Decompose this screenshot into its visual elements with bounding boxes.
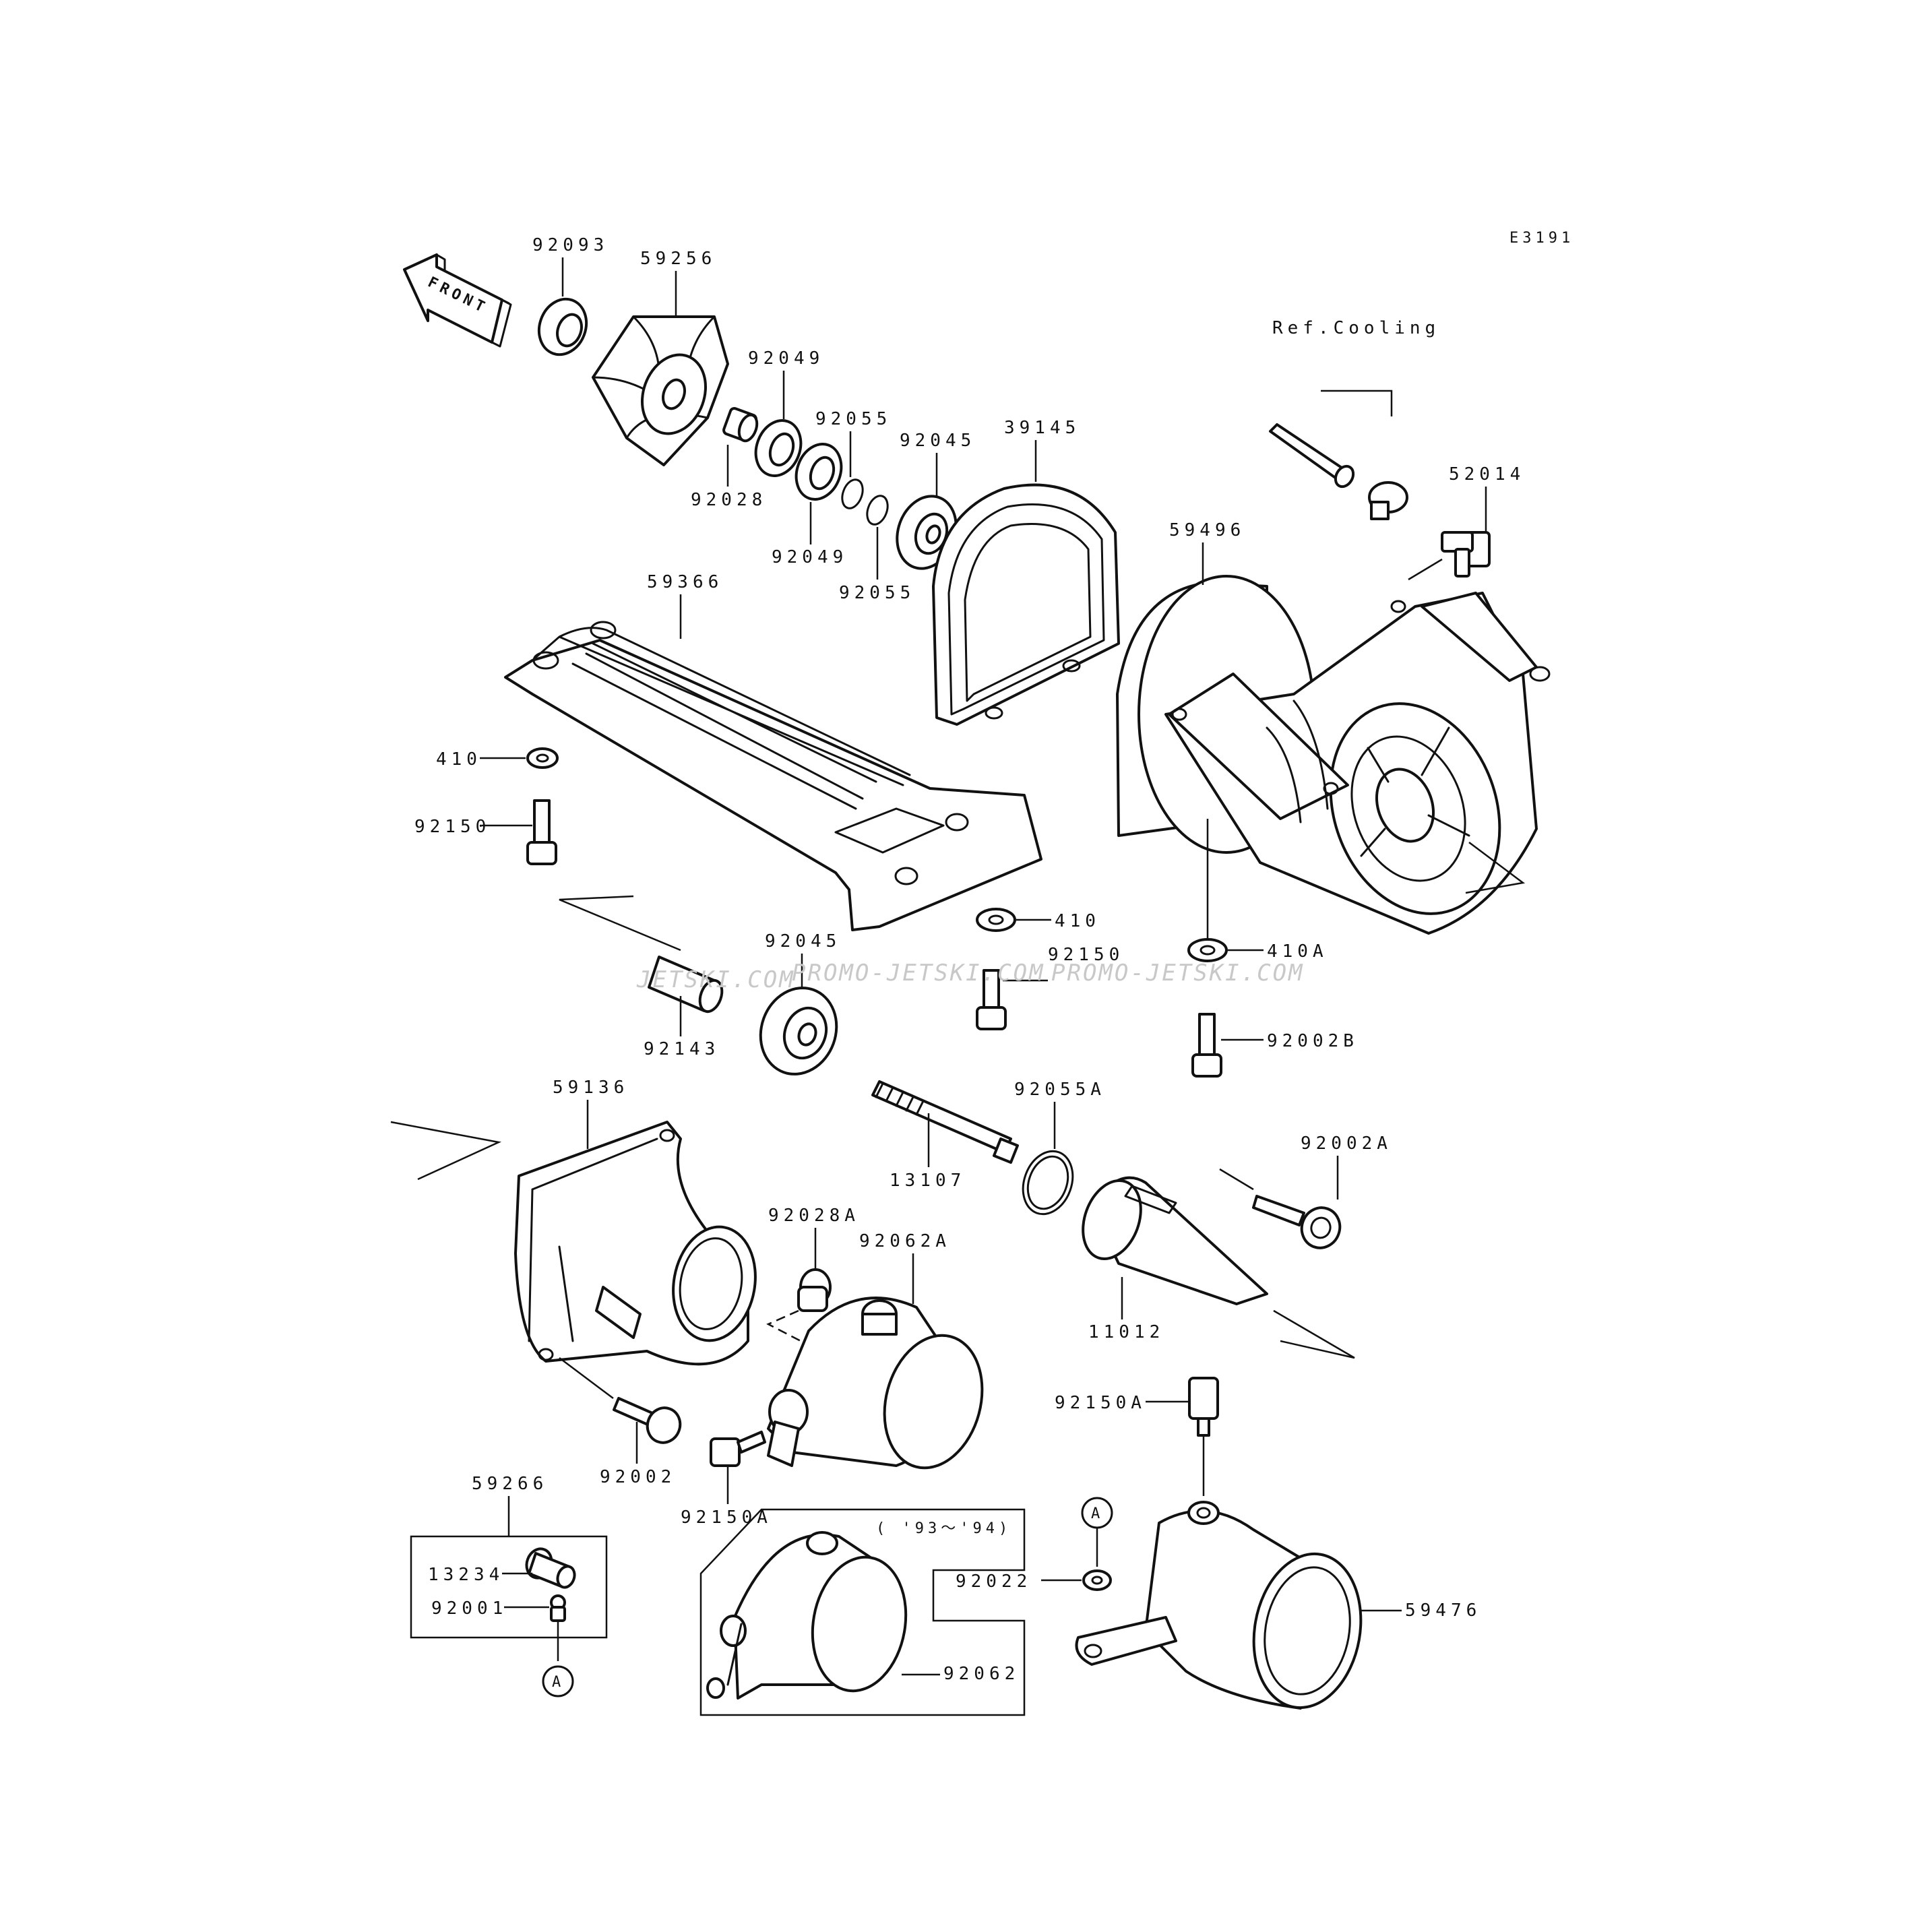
year-variant-box (699, 1508, 1026, 1716)
label-410-left: 410 (436, 749, 482, 770)
part-59476-steering-nozzle (1075, 1501, 1363, 1710)
part-52014-fitting (1441, 531, 1491, 578)
cooling-hose-icon (1269, 423, 1355, 489)
label-13107: 13107 (890, 1171, 966, 1191)
part-410-washer-right (976, 908, 1016, 932)
part-92045-bearing-lower (759, 987, 838, 1076)
label-92002: 92002 (600, 1467, 676, 1487)
watermark-1: JETSKI.COM (636, 966, 795, 993)
part-39145-cover (932, 483, 1120, 726)
part-92062-nozzle (706, 1531, 908, 1700)
label-92062: 92062 (943, 1664, 1020, 1684)
callout-a-left: A (542, 1665, 574, 1697)
label-92028A: 92028A (768, 1206, 860, 1226)
label-92022: 92022 (956, 1571, 1032, 1592)
label-410-right: 410 (1055, 911, 1100, 931)
part-92150A-bolt-lower (710, 1431, 766, 1467)
part-92093-seal (537, 297, 588, 356)
label-92143: 92143 (644, 1039, 720, 1059)
front-arrow-icon: FRONT (403, 253, 512, 348)
part-92049-washer-upper (754, 419, 803, 477)
label-59136: 59136 (553, 1078, 629, 1098)
hose-clamp-icon (1368, 481, 1408, 520)
part-92049-washer-lower (794, 443, 843, 501)
label-59496: 59496 (1169, 520, 1245, 540)
part-92028A-bushing (797, 1268, 832, 1312)
label-92045-lower: 92045 (765, 931, 841, 952)
part-92055-oring-lower (866, 495, 889, 526)
label-92028: 92028 (691, 490, 767, 510)
part-92150-bolt-left (526, 799, 557, 865)
part-13234-plug (525, 1547, 576, 1589)
part-13107-shaft (871, 1080, 1019, 1164)
part-92001-grease-nipple (550, 1594, 566, 1622)
part-11012-cone (1082, 1176, 1268, 1305)
part-92022-washer (1082, 1569, 1112, 1591)
watermark-3: PROMO-JETSKI.COM (1051, 960, 1305, 987)
part-92055-oring-upper (841, 478, 864, 509)
kit-59266-box (410, 1535, 608, 1639)
label-39145: 39145 (1004, 418, 1080, 438)
label-11012: 11012 (1088, 1322, 1164, 1342)
label-92049-lower: 92049 (772, 547, 848, 567)
part-59496-pump-housing (1116, 575, 1551, 935)
part-92028-sleeve (722, 407, 759, 443)
part-92143-sleeve (648, 956, 724, 1014)
callout-a-right: A (1081, 1497, 1113, 1529)
label-13234: 13234 (428, 1565, 504, 1585)
label-92150A-right: 92150A (1055, 1393, 1146, 1413)
part-410-washer-left (526, 747, 559, 769)
part-92150A-bolt-right (1188, 1377, 1219, 1437)
label-59256: 59256 (640, 249, 716, 269)
part-92055A-oring (1022, 1150, 1074, 1216)
part-92002B-bolt (1191, 1013, 1222, 1078)
label-59476: 59476 (1405, 1600, 1481, 1621)
callout-a-left-letter: A (552, 1674, 565, 1691)
part-92002A-bolt (1252, 1195, 1342, 1249)
part-59136-nozzle-housing (514, 1121, 757, 1366)
label-92055-lower: 92055 (839, 583, 915, 603)
watermark-2: PROMO-JETSKI.COM (792, 960, 1045, 987)
label-92062A: 92062A (859, 1231, 951, 1251)
part-92150-bolt-center (976, 969, 1007, 1030)
part-59256-impeller (592, 315, 729, 466)
callout-a-right-letter: A (1091, 1505, 1104, 1522)
label-92045-upper: 92045 (900, 431, 976, 451)
ref-cooling-label: Ref.Cooling (1272, 318, 1440, 338)
part-92062A-nozzle (767, 1297, 984, 1470)
label-92150-center: 92150 (1048, 945, 1124, 965)
part-92002-bolt (613, 1397, 682, 1444)
label-92002A: 92002A (1301, 1133, 1392, 1154)
part-410A-washer (1187, 938, 1228, 962)
label-410A: 410A (1267, 941, 1328, 962)
label-92049-upper: 92049 (748, 348, 824, 369)
label-52014: 52014 (1449, 464, 1525, 485)
label-92150A-lower: 92150A (681, 1507, 772, 1528)
label-92150-left: 92150 (414, 817, 491, 837)
label-92055-upper: 92055 (815, 409, 892, 429)
label-59266: 59266 (472, 1474, 548, 1494)
label-92001: 92001 (431, 1598, 507, 1619)
label-92093: 92093 (532, 235, 609, 255)
label-92055A: 92055A (1014, 1080, 1106, 1100)
year-note: ( '93～'94) (876, 1520, 1011, 1537)
label-92002B: 92002B (1267, 1031, 1359, 1051)
ref-code: E3191 (1509, 230, 1574, 247)
part-59366-housing-rail (504, 621, 1042, 931)
label-59366: 59366 (647, 572, 723, 592)
